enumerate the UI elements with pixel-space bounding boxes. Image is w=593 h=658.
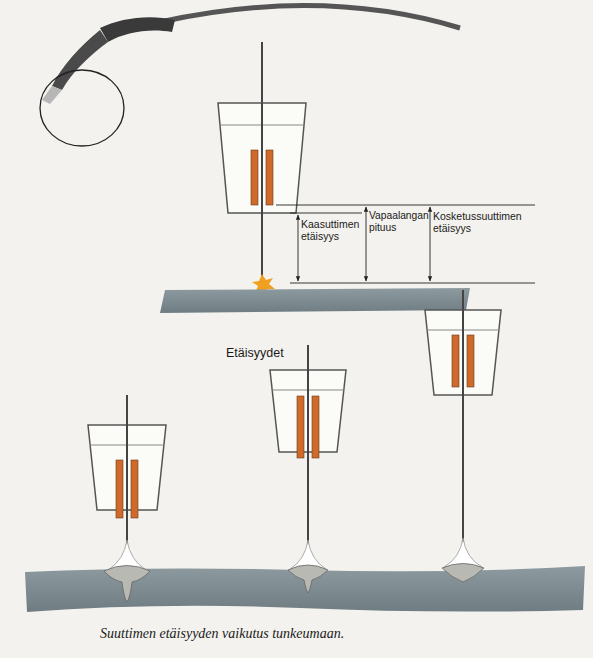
- dimension-label: Kosketussuuttimen etäisyys: [433, 210, 533, 234]
- nozzle-detail: [160, 42, 535, 313]
- nozzle-medium: [270, 345, 346, 593]
- work-plate: [25, 566, 585, 612]
- figure-caption: Suuttimen etäisyyden vaikutus tunkeumaan…: [100, 626, 500, 642]
- section-heading: Etäisyydet: [226, 346, 316, 360]
- mig-torch: [40, 5, 460, 146]
- nozzle-far: [425, 290, 501, 582]
- nozzle-close: [88, 395, 166, 602]
- dimension-label: Kaasuttimen etäisyys: [301, 218, 364, 242]
- dimension-label: Vapaalangan pituus: [369, 210, 428, 234]
